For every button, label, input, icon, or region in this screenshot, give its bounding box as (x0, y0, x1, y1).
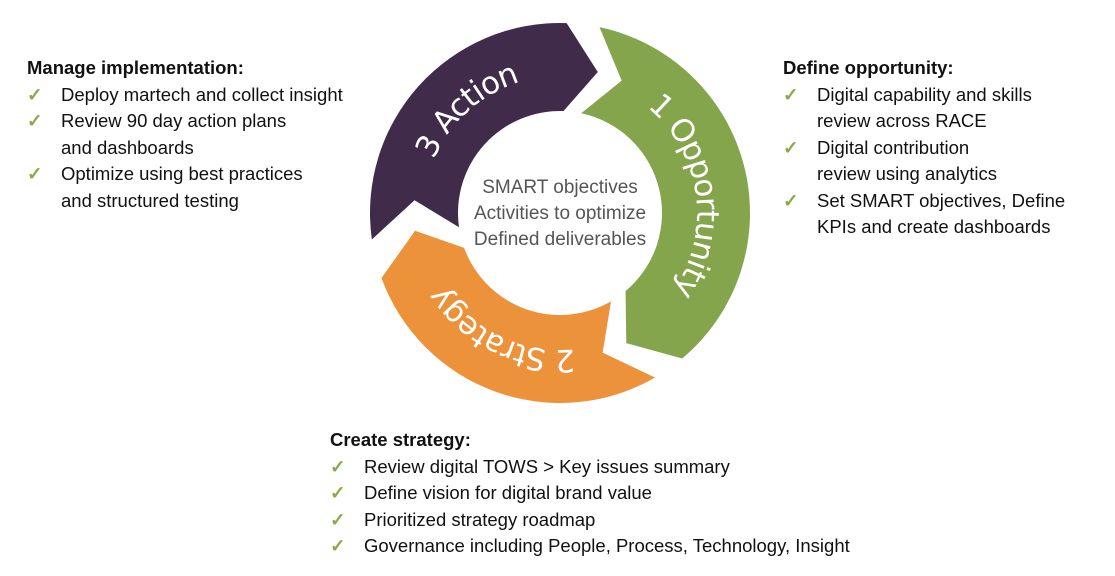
center-text-line: Defined deliverables (474, 229, 646, 250)
checklist-item: ✓ Define vision for digital brand value (330, 480, 850, 507)
check-icon: ✓ (783, 136, 799, 158)
check-icon: ✓ (330, 455, 346, 477)
check-icon: ✓ (330, 482, 346, 503)
center-text-line: SMART objectives (482, 177, 638, 198)
check-icon: ✓ (783, 189, 799, 211)
checklist-item-text: Prioritized strategy roadmap (364, 508, 596, 530)
check-icon: ✓ (330, 535, 346, 556)
checklist-item: ✓ Governance including People, Process, T… (330, 533, 850, 560)
check-icon: ✓ (27, 163, 43, 184)
define-opportunity-block: Define opportunity: ✓ Digital capability … (783, 55, 1065, 241)
check-icon: ✓ (27, 110, 43, 131)
create-strategy-block: Create strategy: ✓ Review digital TOWS > … (330, 427, 850, 560)
check-icon: ✓ (783, 83, 799, 105)
check-icon: ✓ (330, 508, 346, 530)
checklist-item-text: Define vision for digital brand value (364, 482, 652, 503)
manage-implementation-block: Manage implementation: ✓ Deploy martech a… (27, 55, 343, 214)
cycle-segment-3 (370, 22, 598, 240)
create-heading: Create strategy: (330, 429, 471, 450)
checklist-item: ✓ Deploy martech and collect insight (27, 82, 343, 109)
define-heading: Define opportunity: (783, 57, 954, 78)
center-text-line: Activities to optimize (474, 203, 646, 224)
checklist-item-text: Deploy martech and collect insight (61, 83, 343, 105)
checklist-item-text: Review digital TOWS > Key issues summary (364, 455, 730, 477)
manage-heading: Manage implementation: (27, 57, 244, 78)
checklist-item-text: Governance including People, Process, Te… (364, 535, 850, 556)
cycle-segment-1 (581, 27, 751, 359)
checklist-item: ✓ Review digital TOWS > Key issues summar… (330, 454, 850, 481)
check-icon: ✓ (27, 83, 43, 105)
checklist-item: ✓ Prioritized strategy roadmap (330, 507, 850, 534)
cycle-segment-2 (381, 230, 655, 404)
